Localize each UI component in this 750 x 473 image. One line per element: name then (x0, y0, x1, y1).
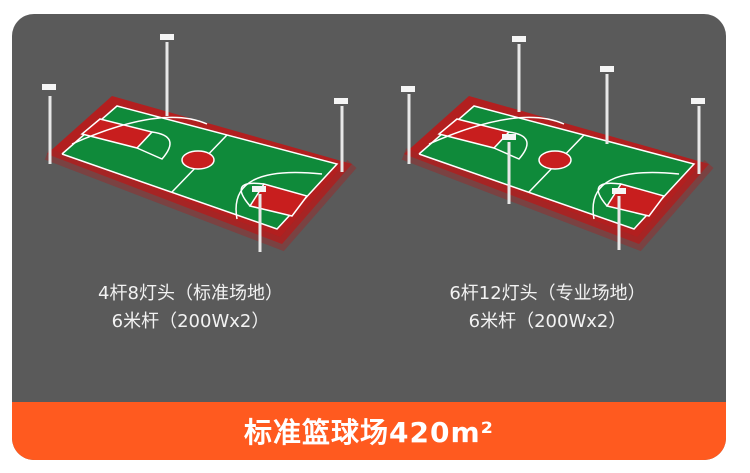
court-svg-left (42, 34, 357, 252)
banner-text: 标准篮球场420m² (244, 416, 494, 449)
left-caption-line1: 4杆8灯头（标准场地） (98, 283, 283, 304)
right-caption: 6杆12灯头（专业场地） 6米杆（200Wx2） (369, 280, 726, 336)
court-svg-right (401, 36, 714, 252)
court-4-pole-illustration (12, 14, 369, 274)
bottom-banner: 标准篮球场420m² (12, 402, 726, 460)
right-caption-line2: 6米杆（200Wx2） (468, 311, 627, 332)
main-card: 4杆8灯头（标准场地） 6米杆（200Wx2） 6杆12灯头（专业场地） 6米杆… (12, 14, 726, 460)
left-caption-line2: 6米杆（200Wx2） (111, 311, 270, 332)
left-caption: 4杆8灯头（标准场地） 6米杆（200Wx2） (12, 280, 369, 336)
court-6-pole-illustration (369, 14, 726, 274)
right-caption-line1: 6杆12灯头（专业场地） (449, 283, 646, 304)
